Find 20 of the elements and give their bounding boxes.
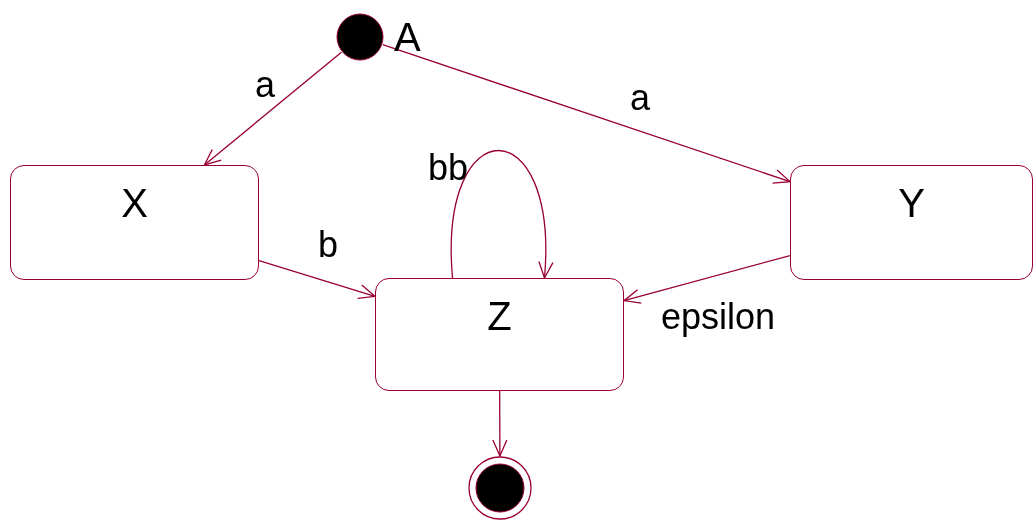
edge-label: a — [630, 80, 650, 116]
edge-label: b — [318, 227, 338, 263]
state-box — [375, 278, 624, 391]
edge-label: bb — [428, 150, 468, 186]
initial-state — [336, 13, 384, 61]
arrow — [492, 390, 508, 457]
state-caption: A — [394, 17, 421, 57]
arrow — [450, 149, 553, 279]
state-name: X — [121, 180, 148, 227]
arrow — [203, 51, 343, 166]
arrow — [623, 254, 791, 304]
state-name: Y — [898, 180, 925, 227]
edge-label: epsilon — [660, 299, 776, 335]
state-name: Z — [487, 293, 512, 340]
final-state — [468, 456, 532, 520]
arrow — [258, 260, 376, 299]
arrow — [382, 44, 791, 184]
edge-label: a — [255, 67, 275, 103]
state-box — [790, 165, 1033, 280]
state-box — [10, 165, 259, 280]
